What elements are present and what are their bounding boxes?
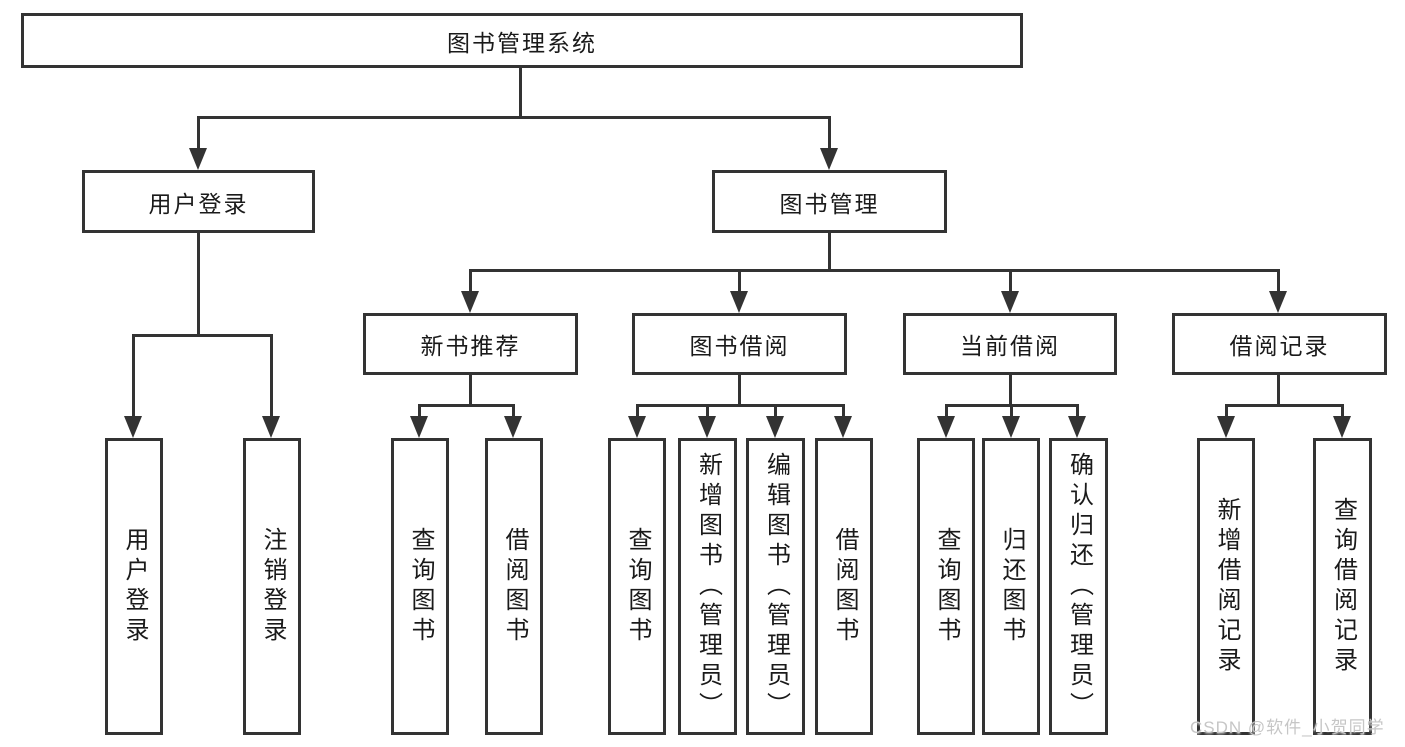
leaf-label: 借阅图书	[831, 526, 858, 647]
connector-line	[706, 404, 709, 418]
node-new-book-recommend: 新书推荐	[363, 313, 578, 375]
leaf-label: 归还图书	[998, 526, 1025, 647]
arrowhead-icon	[937, 416, 955, 438]
leaf-label: 编辑图书（管理员）	[762, 451, 790, 722]
connector-line	[197, 116, 831, 119]
connector-line	[1225, 404, 1228, 418]
connector-line	[418, 404, 421, 418]
arrowhead-icon	[1217, 416, 1235, 438]
arrowhead-icon	[1002, 416, 1020, 438]
connector-line	[270, 334, 273, 418]
arrowhead-icon	[1001, 291, 1019, 313]
arrowhead-icon	[262, 416, 280, 438]
leaf-query-books: 查询图书	[608, 438, 666, 735]
connector-line	[519, 68, 522, 117]
connector-line	[738, 375, 741, 406]
connector-line	[197, 116, 200, 150]
arrowhead-icon	[461, 291, 479, 313]
leaf-label: 用户登录	[121, 526, 148, 647]
node-book-borrow: 图书借阅	[632, 313, 847, 375]
connector-line	[636, 404, 845, 407]
node-current-borrow: 当前借阅	[903, 313, 1117, 375]
connector-line	[469, 269, 1280, 272]
arrowhead-icon	[1333, 416, 1351, 438]
connector-line	[1225, 404, 1344, 407]
leaf-label: 查询借阅记录	[1329, 496, 1357, 677]
leaf-query-books: 查询图书	[917, 438, 975, 735]
leaf-borrow-books: 借阅图书	[485, 438, 543, 735]
connector-line	[945, 404, 948, 418]
node-label: 新书推荐	[420, 333, 521, 359]
connector-line	[738, 269, 741, 293]
node-label: 图书管理系统	[447, 29, 597, 56]
connector-line	[469, 375, 472, 406]
leaf-label: 新增图书（管理员）	[694, 451, 722, 722]
leaf-confirm-return-admin: 确认归还（管理员）	[1049, 438, 1108, 735]
node-label: 图书借阅	[689, 333, 790, 359]
node-library-management-system: 图书管理系统	[21, 13, 1023, 68]
leaf-label: 注销登录	[259, 526, 286, 647]
node-user-login: 用户登录	[82, 170, 315, 233]
connector-line	[636, 404, 639, 418]
connector-line	[1277, 375, 1280, 406]
node-label: 用户登录	[148, 190, 249, 217]
leaf-logout: 注销登录	[243, 438, 301, 735]
arrowhead-icon	[698, 416, 716, 438]
connector-line	[828, 116, 831, 150]
leaf-borrow-books: 借阅图书	[815, 438, 873, 735]
arrowhead-icon	[766, 416, 784, 438]
arrowhead-icon	[1068, 416, 1086, 438]
arrowhead-icon	[730, 291, 748, 313]
arrowhead-icon	[410, 416, 428, 438]
arrowhead-icon	[628, 416, 646, 438]
leaf-label: 确认归还（管理员）	[1065, 451, 1093, 722]
leaf-label: 查询图书	[407, 526, 434, 647]
connector-line	[1277, 269, 1280, 293]
leaf-edit-books-admin: 编辑图书（管理员）	[746, 438, 805, 735]
node-label: 图书管理	[779, 190, 880, 217]
connector-line	[828, 233, 831, 271]
connector-line	[1076, 404, 1079, 418]
connector-line	[418, 404, 515, 407]
leaf-label: 新增借阅记录	[1213, 496, 1240, 677]
leaf-label: 查询图书	[933, 526, 960, 647]
node-label: 当前借阅	[960, 333, 1060, 359]
arrowhead-icon	[834, 416, 852, 438]
connector-line	[1341, 404, 1344, 418]
connector-line	[469, 269, 472, 293]
leaf-user-login: 用户登录	[105, 438, 163, 735]
leaf-query-books: 查询图书	[391, 438, 449, 735]
connector-line	[512, 404, 515, 418]
node-label: 借阅记录	[1229, 333, 1330, 359]
leaf-label: 借阅图书	[501, 526, 528, 647]
arrowhead-icon	[504, 416, 522, 438]
connector-line	[1010, 404, 1013, 418]
leaf-add-borrow-record: 新增借阅记录	[1197, 438, 1255, 735]
leaf-label: 查询图书	[624, 526, 651, 647]
csdn-watermark: CSDN @软件_小贺同学	[1190, 718, 1385, 737]
arrowhead-icon	[189, 148, 207, 170]
arrowhead-icon	[1269, 291, 1287, 313]
connector-line	[1009, 375, 1012, 406]
node-borrow-records: 借阅记录	[1172, 313, 1387, 375]
node-book-management: 图书管理	[712, 170, 947, 233]
connector-line	[197, 233, 200, 335]
connector-line	[1009, 269, 1012, 293]
connector-line	[774, 404, 777, 418]
connector-line	[842, 404, 845, 418]
arrowhead-icon	[820, 148, 838, 170]
connector-line	[132, 334, 273, 337]
arrowhead-icon	[124, 416, 142, 438]
leaf-return-books: 归还图书	[982, 438, 1040, 735]
connector-line	[132, 334, 135, 418]
leaf-add-books-admin: 新增图书（管理员）	[678, 438, 737, 735]
leaf-query-borrow-record: 查询借阅记录	[1313, 438, 1372, 735]
